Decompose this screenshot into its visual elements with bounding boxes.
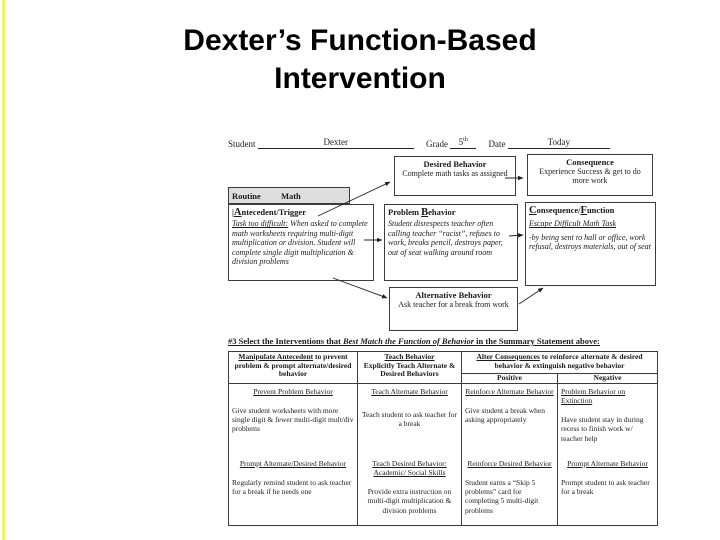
- intervention-section: Reinforce Desired Behavior Student earns…: [465, 459, 554, 515]
- section-body: Give student worksheets with more single…: [232, 406, 354, 434]
- routine-value: Math: [280, 191, 301, 201]
- slide-edge-stripe: [2, 0, 5, 540]
- page-title: Dexter’s Function-Based Intervention: [0, 22, 720, 99]
- section-head: Reinforce Desired Behavior: [467, 459, 552, 468]
- desired-behavior-box: Desired Behavior Complete math tasks as …: [394, 156, 516, 196]
- section-head: Prompt Alternate/Desired Behavior: [239, 459, 347, 468]
- col-header-manipulate-antecedent: Manipulate Antecedent to prevent problem…: [228, 351, 358, 384]
- problem-title: Problem Behavior: [388, 207, 456, 218]
- date-label: Date: [488, 139, 506, 149]
- grade-field: 5th: [450, 137, 477, 149]
- heading-suffix: in the Summary Statement above:: [474, 336, 600, 346]
- section-head: Problem Behavior on Extinction: [561, 387, 626, 406]
- cell-negative-consequences: Problem Behavior on Extinction Have stud…: [556, 383, 659, 526]
- grade-value: 5: [458, 137, 464, 147]
- section-body: Give student a break when asking appropr…: [465, 406, 545, 425]
- intervention-section: Prevent Problem Behavior Give student wo…: [232, 387, 354, 453]
- routine-label: Routine: [232, 191, 261, 201]
- section-body: Student earns a “Skip 5 problems” card f…: [465, 478, 539, 515]
- cell-manipulate-antecedent: Prevent Problem Behavior Give student wo…: [228, 383, 358, 526]
- problem-behavior-box: Problem Behavior Student disrespects tea…: [384, 204, 518, 281]
- intervention-section: Problem Behavior on Extinction Have stud…: [561, 387, 654, 453]
- section-head: Prevent Problem Behavior: [253, 387, 333, 396]
- function-lead: Escape Difficult Math Task: [529, 219, 617, 229]
- intervention-section: Prompt Alternate Behavior Prompt student…: [561, 459, 654, 496]
- problem-body: Student disrespects teacher often callin…: [388, 219, 503, 257]
- alternative-body: Ask teacher for a break from work: [398, 300, 509, 310]
- function-body: -by being sent to hall or office, work r…: [529, 232, 651, 252]
- antecedent-trigger-box: |Antecedent/Trigger Task too difficult: …: [228, 204, 374, 281]
- routine-header-box: Routine Math: [228, 187, 350, 204]
- student-value: Dexter: [323, 137, 349, 147]
- heading-prefix: #3 Select the Interventions that: [228, 336, 343, 346]
- intervention-section: Teach Desired Behavior: Academic/ Social…: [361, 459, 458, 515]
- intervention-section: Prompt Alternate/Desired Behavior Regula…: [232, 459, 354, 496]
- student-field: Dexter: [257, 137, 414, 149]
- subcol-header-negative: Negative: [556, 373, 659, 384]
- section-body: Provide extra instruction on multi-digit…: [367, 487, 452, 515]
- cell-teach-behavior: Teach Alternate Behavior Teach student t…: [357, 383, 462, 526]
- interventions-heading: #3 Select the Interventions that Best Ma…: [228, 336, 660, 346]
- heading-emphasis: Best Match the Function of Behavior: [342, 336, 475, 346]
- section-body: Have student stay in during recess to fi…: [561, 415, 644, 443]
- consequence-function-box: Consequence/Function Escape Difficult Ma…: [525, 202, 656, 286]
- consequence-box: Consequence Experience Success & get to …: [527, 154, 653, 196]
- intervention-section: Reinforce Alternate Behavior Give studen…: [465, 387, 554, 453]
- antecedent-title: |Antecedent/Trigger: [232, 207, 306, 218]
- student-label: Student: [228, 139, 256, 149]
- desired-title: Desired Behavior: [423, 159, 487, 169]
- section-head: Prompt Alternate Behavior: [567, 459, 648, 468]
- desired-body: Complete math tasks as assigned: [402, 169, 508, 179]
- section-body: Regularly remind student to ask teacher …: [232, 478, 352, 497]
- intervention-section: Teach Alternate Behavior Teach student t…: [361, 387, 458, 453]
- section-head: Teach Alternate Behavior: [371, 387, 448, 396]
- alternative-title: Alternative Behavior: [415, 290, 492, 300]
- title-line-1: Dexter’s Function-Based: [183, 24, 537, 57]
- section-head: Teach Desired Behavior: Academic/ Social…: [372, 459, 447, 478]
- subcol-header-positive: Positive: [461, 373, 558, 384]
- arrow-antecedent-to-alternative: [332, 277, 388, 299]
- worksheet-header: Student Dexter Grade 5th Date Today: [228, 137, 662, 149]
- alternative-behavior-box: Alternative Behavior Ask teacher for a b…: [389, 287, 518, 331]
- section-body: Teach student to ask teacher for a break: [361, 410, 458, 429]
- col-header-alter-consequences: Alter Consequences to reinforce alternat…: [460, 351, 659, 374]
- arrow-alternative-to-function: [518, 287, 544, 305]
- date-field: Today: [507, 137, 610, 149]
- title-line-2: Intervention: [274, 62, 446, 96]
- antecedent-body: Task too difficult: When asked to comple…: [232, 219, 368, 267]
- grade-suffix: th: [463, 137, 468, 143]
- cell-positive-consequences: Reinforce Alternate Behavior Give studen…: [461, 383, 558, 526]
- consequence-title: Consequence: [566, 157, 614, 167]
- section-body: Prompt student to ask teacher for a brea…: [561, 478, 650, 497]
- consequence-body: Experience Success & get to do more work: [539, 167, 641, 186]
- date-value: Today: [547, 137, 570, 147]
- col-header-teach-behavior: Teach Behavior Explicitly Teach Alternat…: [357, 351, 462, 384]
- interventions-table: Manipulate Antecedent to prevent problem…: [228, 351, 659, 526]
- section-head: Reinforce Alternate Behavior: [465, 387, 554, 396]
- grade-label: Grade: [426, 139, 449, 149]
- function-title: Consequence/Function: [529, 205, 615, 216]
